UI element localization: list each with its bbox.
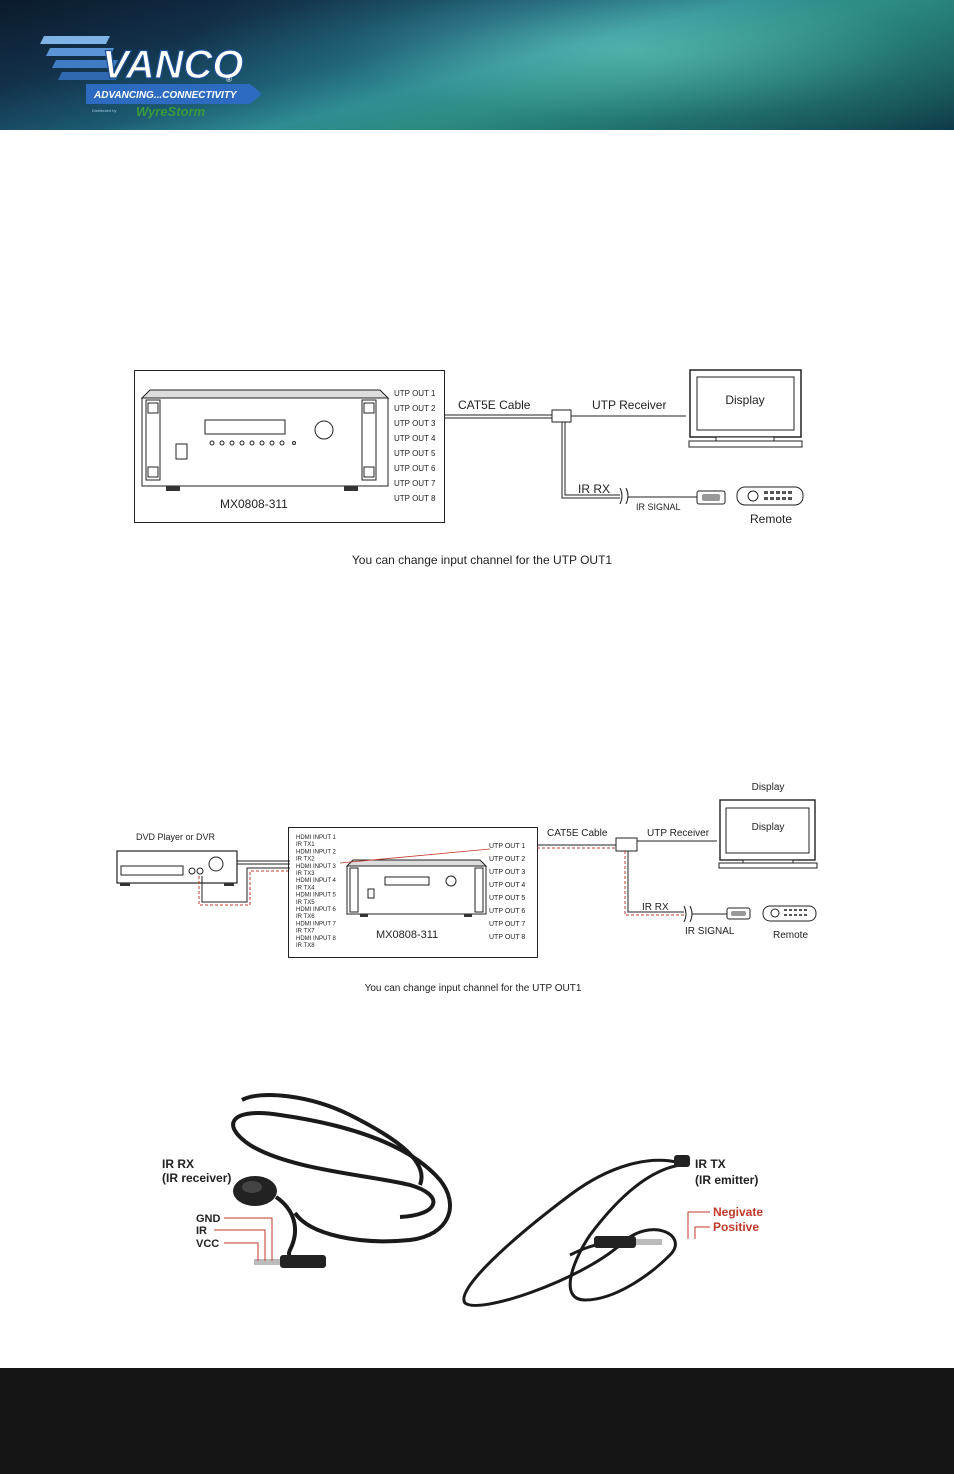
display-label: Display <box>725 393 764 407</box>
remote-control-icon <box>762 905 817 922</box>
diagram-2-caption: You can change input channel for the UTP… <box>364 983 582 994</box>
ir-emitter-cable-image <box>462 1155 690 1307</box>
ir-signal-label: IR SIGNAL <box>636 502 681 512</box>
output-label: UTP OUT 4 <box>394 434 436 443</box>
input-label: IR TX6 <box>296 914 315 920</box>
output-label: UTP OUT 8 <box>489 934 525 941</box>
input-label: IR TX8 <box>296 943 315 949</box>
output-list: UTP OUT 1 UTP OUT 2 UTP OUT 3 UTP OUT 4 … <box>394 389 436 503</box>
ir-rx-line <box>561 422 620 499</box>
remote-control-icon <box>736 486 804 506</box>
cable-break-icon <box>619 487 629 505</box>
cable-label: CAT5E Cable <box>458 398 531 412</box>
output-label: UTP OUT 2 <box>394 404 436 413</box>
cable-label: CAT5E Cable <box>547 828 608 839</box>
device-label: MX0808-311 <box>220 497 288 511</box>
logo-arrow <box>86 84 262 104</box>
pin-label: Positive <box>713 1220 759 1234</box>
input-label: IR TX1 <box>296 842 315 848</box>
matrix-switch-device <box>345 859 488 917</box>
matrix-frame <box>288 827 538 958</box>
matrix-switch-device <box>140 389 390 491</box>
routing-arrow <box>339 848 491 864</box>
output-label: UTP OUT 1 <box>489 843 525 850</box>
pin-label: GND <box>196 1213 221 1225</box>
display-top-label: Display <box>752 782 785 793</box>
output-label: UTP OUT 5 <box>394 449 436 458</box>
receiver-label: UTP Receiver <box>592 398 666 412</box>
ir-receiver-eye <box>702 494 720 501</box>
display-icon <box>688 369 803 448</box>
input-label: HDMI INPUT 1 <box>296 835 337 841</box>
wyrestorm-logo: WyreStorm <box>136 104 206 119</box>
ir-rx-title: IR RX <box>162 1157 194 1171</box>
dvd-player-icon <box>116 850 238 886</box>
input-label: HDMI INPUT 8 <box>296 936 337 942</box>
device-label: MX0808-311 <box>376 929 438 941</box>
logo-tagline: ADVANCING...CONNECTIVITY <box>93 90 238 101</box>
input-label: IR TX2 <box>296 857 315 863</box>
ir-tx-wire <box>201 867 290 903</box>
ir-rx-label: IR RX <box>578 482 610 496</box>
input-label: IR TX3 <box>296 871 315 877</box>
registered-mark: ® <box>226 75 232 84</box>
input-label: IR TX4 <box>296 885 315 891</box>
ir-rx-line <box>564 422 620 496</box>
input-label: HDMI INPUT 2 <box>296 849 337 855</box>
output-list: UTP OUT 1 UTP OUT 2 UTP OUT 3 UTP OUT 4 … <box>489 843 525 941</box>
utp-receiver-box <box>615 837 638 852</box>
header-light-sweep <box>180 0 954 130</box>
receiver-label: UTP Receiver <box>647 828 710 839</box>
logo-sub-prefix: Distributed by <box>92 108 116 113</box>
source-label: DVD Player or DVR <box>136 832 216 842</box>
pin-label: IR <box>196 1225 207 1237</box>
output-label: UTP OUT 7 <box>394 479 436 488</box>
output-label: UTP OUT 3 <box>489 869 525 876</box>
diagram-1: MX0808-311 UTP OUT 1 UTP OUT 2 UTP OUT 3… <box>134 369 804 526</box>
page-footer <box>0 1368 954 1474</box>
input-label: HDMI INPUT 4 <box>296 878 337 884</box>
output-label: UTP OUT 6 <box>394 464 436 473</box>
output-label: UTP OUT 7 <box>489 921 525 928</box>
input-list: HDMI INPUT 1 IR TX1 HDMI INPUT 2 IR TX2 … <box>296 835 337 949</box>
remote-label: Remote <box>773 930 808 941</box>
matrix-frame <box>134 370 445 523</box>
input-label: HDMI INPUT 6 <box>296 907 337 913</box>
input-label: HDMI INPUT 3 <box>296 864 337 870</box>
ir-tx-subtitle: (IR emitter) <box>695 1173 758 1187</box>
input-label: IR TX7 <box>296 929 315 935</box>
logo-wordmark: VANCO <box>102 43 243 87</box>
diagram-2: DVD Player or DVR HDMI INPUT 1 IR TX1 HD… <box>116 782 818 958</box>
ir-rx-label: IR RX <box>642 902 669 913</box>
pin-label: VCC <box>196 1238 219 1250</box>
display-label: Display <box>752 822 785 833</box>
ir-receiver-cable-image <box>231 1093 452 1268</box>
remote-label: Remote <box>750 512 792 526</box>
pin-label: Negivate <box>713 1205 763 1219</box>
output-label: UTP OUT 1 <box>394 389 436 398</box>
output-label: UTP OUT 8 <box>394 494 436 503</box>
output-label: UTP OUT 6 <box>489 908 525 915</box>
utp-receiver-box <box>551 409 572 423</box>
output-label: UTP OUT 3 <box>394 419 436 428</box>
logo-speed-stripes <box>40 36 120 80</box>
ir-signal-label: IR SIGNAL <box>685 926 735 937</box>
page-header: VANCO ® ADVANCING...CONNECTIVITY Distrib… <box>0 0 954 130</box>
ir-cable-illustrations: IR RX (IR receiver) GND IR VCC IR TX (IR… <box>162 1093 763 1307</box>
ir-rx-pin-labels: GND IR VCC <box>196 1213 273 1261</box>
ir-tx-pin-labels: Negivate Positive <box>687 1205 763 1239</box>
diagram-1-caption: You can change input channel for the UTP… <box>351 553 613 567</box>
output-label: UTP OUT 4 <box>489 882 525 889</box>
input-label: HDMI INPUT 7 <box>296 921 337 927</box>
ir-tx-path <box>198 870 290 906</box>
ir-tx-title: IR TX <box>695 1157 726 1171</box>
ir-rx-subtitle: (IR receiver) <box>162 1171 231 1185</box>
output-label: UTP OUT 2 <box>489 856 525 863</box>
input-label: HDMI INPUT 5 <box>296 893 337 899</box>
output-label: UTP OUT 5 <box>489 895 525 902</box>
input-label: IR TX5 <box>296 900 315 906</box>
display-icon <box>718 799 818 869</box>
vanco-logo: VANCO ® ADVANCING...CONNECTIVITY Distrib… <box>40 36 262 119</box>
